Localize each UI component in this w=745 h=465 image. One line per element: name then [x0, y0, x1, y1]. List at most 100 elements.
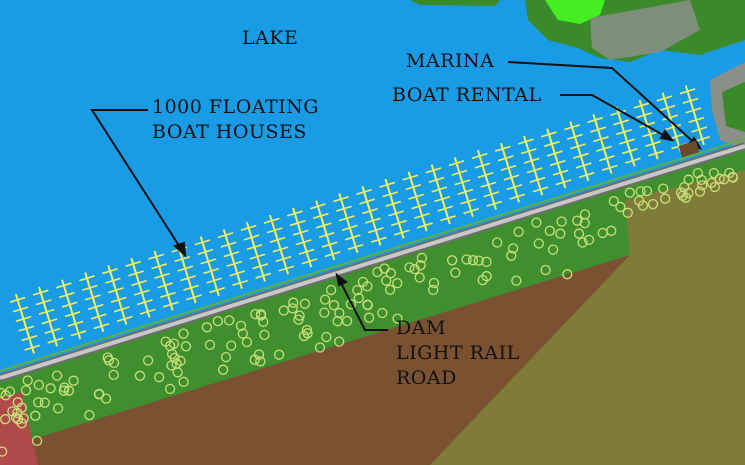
tree-symbol	[481, 256, 492, 268]
boat-house-dock	[564, 121, 595, 182]
tree-symbol	[10, 412, 22, 423]
tree-symbol	[615, 201, 626, 213]
boat-house-dock	[79, 272, 110, 333]
tree-symbol	[201, 322, 213, 333]
tree-symbol	[694, 186, 706, 197]
tree-symbol	[18, 413, 29, 424]
tree-symbol	[249, 354, 260, 365]
red-corner	[0, 392, 38, 465]
boat-house-dock	[263, 214, 295, 275]
tree-symbol	[428, 277, 440, 289]
lake-label: LAKE	[242, 29, 298, 48]
tree-symbol	[573, 228, 585, 239]
tree-symbol	[513, 226, 524, 237]
boat-house-dock	[379, 178, 410, 239]
tree-symbol	[392, 313, 403, 324]
tree-symbol	[241, 336, 253, 348]
tree-symbol	[708, 167, 720, 179]
tree-symbol	[492, 237, 503, 248]
tree-symbol	[583, 234, 595, 246]
tree-symbol	[30, 410, 41, 421]
boat-house-dock	[286, 207, 318, 268]
tree-symbol	[0, 446, 8, 457]
boat-house-dock	[448, 157, 480, 218]
tree-symbol	[511, 275, 522, 286]
dam-rail-road	[0, 138, 745, 382]
tree-symbol	[608, 196, 619, 207]
tree-symbol	[278, 305, 289, 316]
tree-symbol	[7, 406, 18, 417]
tree-symbol	[415, 260, 426, 271]
tree-symbol	[178, 376, 189, 388]
tree-symbol	[164, 383, 176, 395]
tree-symbol	[319, 294, 331, 305]
tree-symbol	[660, 193, 671, 204]
tree-symbol	[319, 307, 330, 318]
tree-symbol	[220, 351, 232, 363]
marina-leader	[507, 61, 701, 149]
boat-house-dock	[517, 135, 549, 196]
dam-leader	[336, 274, 388, 331]
tree-symbol	[142, 355, 154, 366]
olive-field	[430, 170, 745, 465]
tree-symbol	[363, 312, 375, 323]
tree-symbol	[384, 284, 396, 295]
dam-label-line-3: ROAD	[396, 367, 457, 389]
boat-rental-label: BOAT RENTAL	[392, 86, 542, 105]
tree-symbol	[321, 331, 332, 343]
tree-symbol	[381, 275, 392, 286]
tree-symbol	[446, 255, 458, 266]
tree-symbol	[506, 250, 517, 261]
boat-houses-label-line-1: 1000 FLOATING	[152, 96, 319, 118]
tree-symbol	[255, 356, 266, 367]
tree-symbol	[84, 409, 95, 421]
dam-arrowhead	[335, 272, 348, 287]
tree-symbol	[51, 370, 63, 381]
boat-house-dock	[425, 164, 456, 225]
tree-symbol	[212, 315, 224, 327]
tree-symbol	[377, 307, 388, 319]
shore-buildings-right	[710, 62, 745, 150]
tree-symbol	[540, 264, 551, 276]
dam-label-line-1: DAM	[396, 317, 446, 339]
tree-symbol	[226, 340, 237, 351]
tree-symbol	[692, 167, 704, 179]
tree-symbol	[16, 418, 27, 429]
tree-symbol	[255, 308, 267, 320]
tree-symbol	[0, 390, 11, 401]
tree-symbol	[258, 316, 269, 328]
tree-symbol	[302, 328, 313, 339]
tree-symbol	[597, 227, 608, 239]
tree-symbol	[473, 255, 484, 266]
tree-symbol	[533, 238, 544, 249]
tree-symbol	[577, 237, 588, 248]
tree-symbol	[334, 307, 345, 319]
tree-symbol	[544, 225, 555, 236]
boat-house-dock	[194, 236, 225, 297]
tree-symbol	[637, 200, 649, 211]
tree-symbol	[379, 263, 390, 274]
boat-house-dock	[610, 106, 641, 167]
tree-symbol	[718, 174, 730, 185]
tree-symbol	[273, 349, 285, 360]
boat-rental-label-text: BOAT RENTAL	[392, 84, 542, 106]
tree-symbol	[622, 207, 633, 218]
tree-symbol	[68, 375, 79, 386]
tree-symbol	[31, 435, 43, 447]
boat-house-dock	[471, 149, 503, 210]
tree-symbol	[12, 407, 23, 419]
tree-symbol	[224, 315, 235, 326]
tree-symbol	[658, 183, 669, 194]
tree-symbol	[352, 284, 363, 296]
tree-symbol	[624, 187, 635, 198]
tree-symbol	[334, 336, 345, 347]
tree-symbol	[259, 329, 270, 341]
tree-symbol	[45, 383, 56, 394]
tree-symbol	[683, 174, 694, 185]
tree-symbol	[555, 228, 566, 239]
tree-symbol	[481, 271, 492, 282]
boat-house-dock	[310, 200, 341, 261]
tree-symbol	[362, 281, 373, 292]
